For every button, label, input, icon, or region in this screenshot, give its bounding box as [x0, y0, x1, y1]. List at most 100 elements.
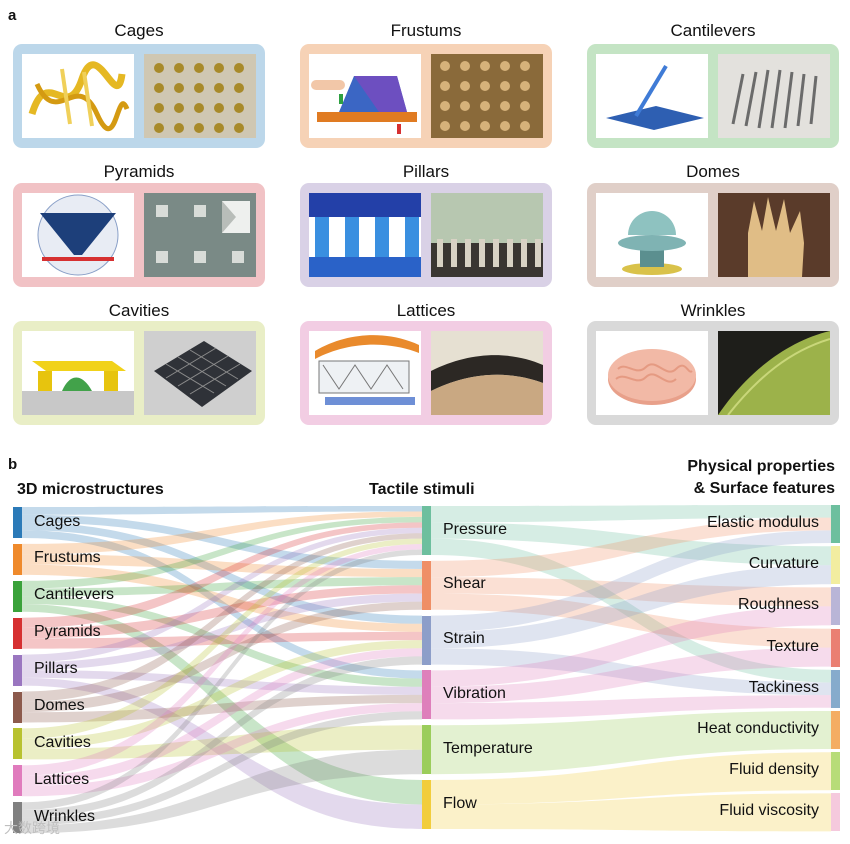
link-mid-right — [431, 517, 831, 578]
link-left-mid — [22, 631, 422, 649]
tile-cantilevers — [587, 44, 839, 148]
tile-pillars — [300, 183, 552, 287]
link-left-mid — [22, 564, 422, 632]
cages-photo-image — [144, 54, 256, 138]
lattices-photo-image — [431, 331, 543, 415]
link-mid-right — [431, 752, 831, 805]
link-left-mid — [22, 640, 422, 750]
microstructure-node-label: Cages — [34, 512, 81, 530]
cages-schematic-image — [22, 54, 134, 138]
panel-a-letter: a — [8, 7, 17, 24]
link-left-mid — [22, 516, 422, 589]
link-mid-right — [431, 522, 831, 566]
link-mid-right — [431, 711, 831, 775]
pyramids-photo-image — [144, 193, 256, 277]
link-left-mid — [22, 725, 422, 760]
link-mid-right — [431, 593, 831, 648]
link-mid-right — [431, 565, 831, 649]
property-node-label: Elastic modulus — [706, 514, 819, 531]
tile-title-domes: Domes — [686, 162, 740, 181]
microstructure-node-label: Domes — [34, 697, 85, 714]
link-mid-right — [431, 538, 831, 683]
watermark-text: 大数跨境 — [4, 820, 60, 836]
property-node-label: Heat conductivity — [697, 720, 819, 737]
link-mid-right — [431, 647, 831, 704]
microstructure-node-bar — [13, 728, 22, 760]
stimulus-node-label: Shear — [443, 575, 486, 593]
wrinkles-photo-image — [718, 331, 830, 415]
microstructure-node-bar — [13, 654, 22, 686]
microstructure-node-label: Frustums — [34, 549, 101, 567]
stimulus-node-bar — [422, 560, 431, 610]
property-node-label: Fluid density — [729, 761, 819, 779]
link-left-mid — [22, 530, 422, 679]
tile-cavities — [13, 321, 265, 425]
link-left-mid — [22, 596, 422, 687]
mid-column-heading: Tactile stimuli — [369, 481, 475, 498]
link-left-mid — [22, 538, 422, 739]
link-left-mid — [22, 703, 422, 797]
tile-cages — [13, 44, 265, 148]
right-column-heading-line2: & Surface features — [693, 480, 835, 497]
stimulus-node-bar — [422, 506, 431, 555]
property-node-bar — [831, 752, 840, 791]
panel-b-letter: b — [8, 456, 18, 473]
tile-title-lattices: Lattices — [396, 301, 456, 320]
link-left-mid — [22, 604, 422, 805]
link-left-mid — [22, 601, 422, 713]
property-node-label: Curvature — [748, 555, 819, 573]
microstructure-node-label: Lattices — [34, 770, 90, 788]
link-left-mid — [22, 514, 422, 569]
tile-lattices — [300, 321, 552, 425]
microstructure-node-label: Wrinkles — [34, 807, 96, 825]
stimulus-node-label: Temperature — [443, 739, 533, 757]
link-mid-right — [431, 505, 831, 523]
link-mid-right — [431, 606, 831, 687]
wrinkles-schematic-image — [596, 331, 708, 415]
link-left-mid — [22, 522, 422, 629]
property-node-bar — [831, 711, 840, 749]
link-left-mid — [22, 554, 422, 578]
tile-pyramids — [13, 183, 265, 287]
left-column-heading: 3D microstructures — [17, 481, 164, 498]
property-node-bar — [831, 587, 840, 626]
link-mid-right — [431, 577, 831, 607]
stimulus-node-bar — [422, 780, 431, 829]
stimulus-node-label: Vibration — [443, 684, 506, 702]
link-left-mid — [22, 711, 422, 826]
property-node-label: Roughness — [738, 596, 819, 614]
domes-photo-image — [718, 193, 830, 277]
tile-title-frustums: Frustums — [390, 21, 462, 40]
microstructure-node-bar — [13, 507, 22, 538]
link-mid-right — [431, 695, 831, 720]
pillars-schematic-image — [309, 193, 421, 277]
lattices-schematic-image — [309, 331, 421, 415]
microstructure-node-bar — [13, 580, 22, 612]
tile-title-cavities: Cavities — [108, 301, 170, 320]
tile-title-wrinkles: Wrinkles — [680, 301, 746, 320]
link-left-mid — [22, 593, 422, 671]
link-mid-right — [431, 648, 831, 696]
frustums-schematic-image — [309, 54, 421, 138]
link-left-mid — [22, 549, 422, 810]
stimulus-node-bar — [422, 615, 431, 665]
microstructure-node-label: Cavities — [34, 733, 91, 751]
link-left-mid — [22, 648, 422, 786]
microstructure-node-bar — [13, 617, 22, 649]
cavities-photo-image — [144, 331, 256, 415]
link-left-mid — [22, 577, 422, 597]
tile-title-cages: Cages — [114, 21, 164, 40]
microstructure-node-bar — [13, 691, 22, 723]
property-node-bar — [831, 628, 840, 667]
tile-frustums — [300, 44, 552, 148]
property-node-bar — [831, 546, 840, 585]
link-left-mid — [22, 544, 422, 776]
link-mid-right — [431, 530, 831, 632]
microstructure-node-bar — [13, 765, 22, 797]
tile-title-pillars: Pillars — [402, 162, 450, 181]
stimulus-node-label: Flow — [443, 794, 477, 812]
link-left-mid — [22, 677, 422, 829]
property-node-bar — [831, 669, 840, 708]
tile-title-cantilevers: Cantilevers — [670, 21, 756, 40]
